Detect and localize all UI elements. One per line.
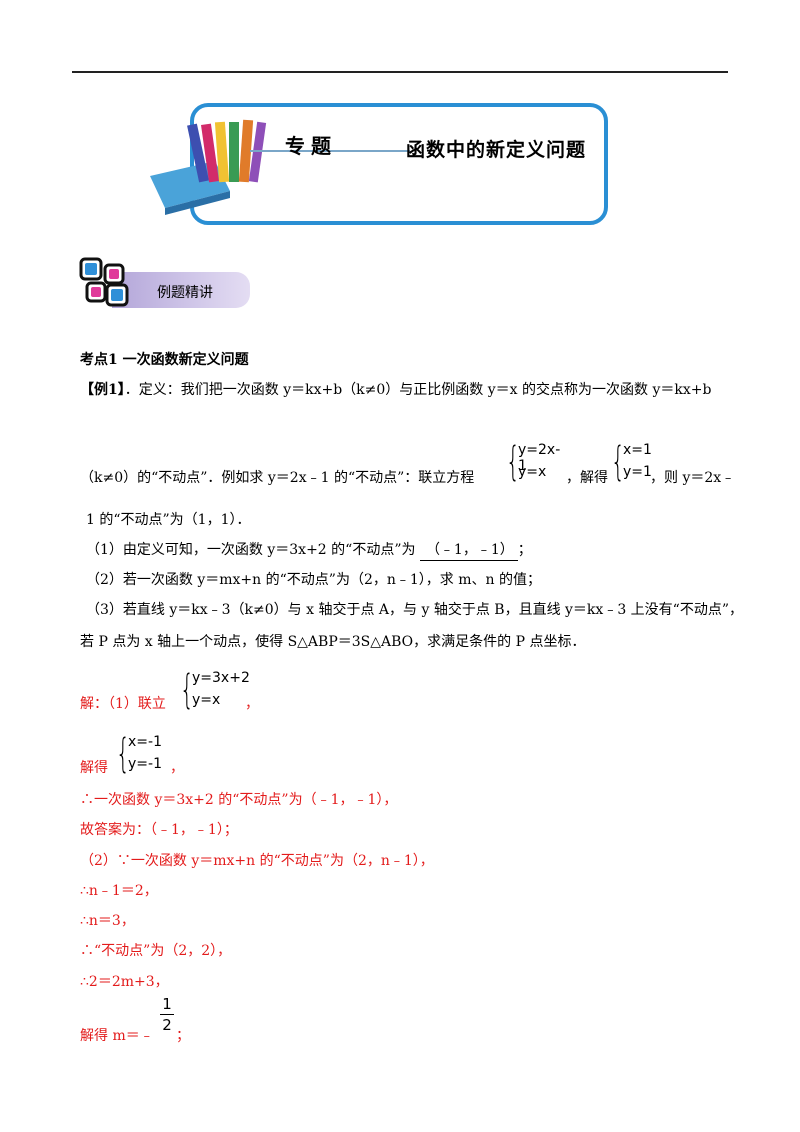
solution-line-2: 解得 [80, 760, 108, 776]
question-3-line-1: （3）若直线 y＝kx﹣3（k≠0）与 x 轴交于点 A，与 y 轴交于点 B，… [86, 602, 743, 618]
fraction-one-half: 1 2 [160, 995, 174, 1034]
solution-line-3: ∴一次函数 y＝3x+2 的“不动点”为（﹣1，﹣1）， [80, 792, 398, 808]
system-1-row-1: y=2x-1 [518, 442, 561, 474]
example-line-2b: ，解得 [566, 470, 608, 486]
banner-topic-label: 专题 [285, 134, 337, 158]
banner-divider [250, 150, 410, 152]
system-4-row-1: x=-1 [128, 734, 162, 750]
solution-line-8: ∴“不动点”为（2，2）， [80, 943, 232, 959]
books-icon [150, 119, 267, 215]
section-title: 例题精讲 [157, 285, 213, 301]
system-4-row-2: y=-1 [128, 756, 162, 772]
system-2-row-2: y=1 [623, 464, 652, 480]
example-text-1: ．定义：我们把一次函数 y＝kx+b（k≠0）与正比例函数 y＝x 的交点称为一… [124, 382, 712, 398]
question-3-line-2: 若 P 点为 x 轴上一个动点，使得 S△ABP＝3S△ABO，求满足条件的 P… [80, 634, 586, 650]
solution-line-5: （2）∵一次函数 y＝mx+n 的“不动点”为（2，n﹣1）， [80, 853, 434, 869]
question-1: （1）由定义可知，一次函数 y＝3x+2 的“不动点”为 （﹣1，﹣1）； [86, 540, 532, 561]
system-3-row-2: y=x [192, 692, 221, 708]
example-line-2c: ，则 y＝2x﹣ [650, 470, 736, 486]
system-3-row-1: y=3x+2 [192, 670, 250, 686]
question-2: （2）若一次函数 y＝mx+n 的“不动点”为（2，n﹣1），求 m、n 的值； [86, 572, 541, 588]
solution-line-1b: ， [245, 696, 259, 712]
section-badge [112, 272, 250, 308]
top-rule [72, 71, 728, 73]
question-1-answer: （﹣1，﹣1） [419, 540, 518, 561]
solution-line-10b: ； [176, 1028, 190, 1044]
example-line-3: 1 的“不动点”为（1，1）． [86, 512, 251, 528]
system-2-row-1: x=1 [623, 442, 652, 458]
banner-title: 函数中的新定义问题 [406, 139, 587, 161]
example-tag: 【例1】 [80, 382, 125, 398]
solution-line-9: ∴2＝2m+3， [80, 974, 169, 990]
kaodian-heading: 考点1 一次函数新定义问题 [80, 352, 249, 368]
fraction-numerator: 1 [162, 995, 172, 1013]
solution-line-2b: ， [170, 760, 184, 776]
squares-icon [79, 257, 129, 307]
solution-line-1: 解：（1）联立 [80, 696, 166, 712]
solution-line-4: 故答案为：（﹣1，﹣1）； [80, 822, 238, 838]
solution-line-6: ∴n﹣1＝2， [80, 883, 158, 899]
solution-line-10: 解得 m＝﹣ [80, 1028, 154, 1044]
fraction-denominator: 2 [162, 1016, 172, 1034]
solution-line-7: ∴n＝3， [80, 913, 135, 929]
example-line-2a: （k≠0）的“不动点”．例如求 y＝2x﹣1 的“不动点”：联立方程 [80, 470, 475, 486]
example-line-1: 【例1】．定义：我们把一次函数 y＝kx+b（k≠0）与正比例函数 y＝x 的交… [80, 380, 711, 400]
system-1-row-2: y=x [518, 464, 547, 480]
